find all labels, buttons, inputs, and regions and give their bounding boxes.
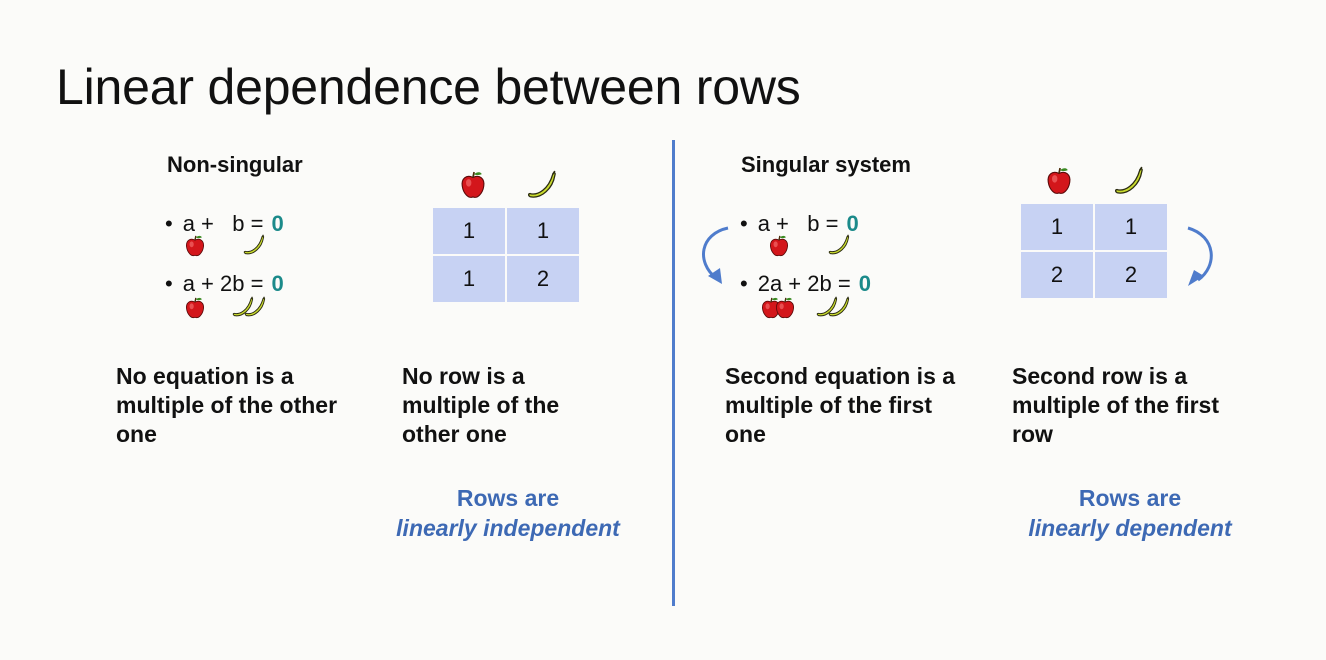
left-equation-1: • a + b = 0	[165, 211, 284, 237]
banana-icon	[527, 170, 556, 198]
banana-icon	[244, 296, 266, 317]
left-equation-note: No equation is a multiple of the other o…	[116, 363, 338, 447]
left-result: Rows are linearly independent	[373, 483, 643, 543]
result-line-1: Rows are	[456, 485, 560, 511]
bullet: •	[740, 211, 748, 236]
apple-icon	[185, 235, 205, 257]
matrix-cell: 1	[433, 208, 505, 254]
bullet: •	[165, 211, 173, 236]
non-singular-heading: Non-singular	[167, 152, 303, 177]
bullet: •	[740, 271, 748, 296]
equation-text: a + 2b =	[182, 271, 264, 296]
result-line-2: linearly independent	[396, 515, 620, 541]
left-matrix: 1 1 1 2	[433, 208, 579, 302]
matrix-cell: 1	[433, 256, 505, 302]
result-line-2: linearly dependent	[1028, 515, 1232, 541]
left-row-note: No row is a multiple of the other one	[402, 363, 560, 447]
equation-rhs: 0	[858, 271, 871, 296]
matrix-cell: 2	[507, 256, 579, 302]
equation-text: a + b =	[757, 211, 839, 236]
apple-icon	[461, 171, 485, 199]
banana-icon	[1114, 166, 1143, 194]
matrix-cell: 1	[1095, 204, 1167, 250]
equation-rhs: 0	[271, 271, 284, 296]
matrix-cell: 1	[1021, 204, 1093, 250]
banana-icon	[243, 234, 265, 255]
apple-icon	[185, 297, 205, 319]
curved-arrow-icon	[702, 226, 729, 284]
apple-icon	[1047, 167, 1071, 195]
equation-text: a + b =	[182, 211, 264, 236]
equation-text: 2a + 2b =	[757, 271, 851, 296]
banana-icon	[828, 296, 850, 317]
equation-rhs: 0	[846, 211, 859, 236]
result-line-1: Rows are	[1078, 485, 1182, 511]
bullet: •	[165, 271, 173, 296]
apple-icon	[775, 297, 795, 319]
left-equation-2: • a + 2b = 0	[165, 271, 284, 297]
matrix-cell: 2	[1021, 252, 1093, 298]
right-matrix: 1 1 2 2	[1021, 204, 1167, 298]
singular-heading: Singular system	[741, 152, 911, 177]
right-equation-1: • a + b = 0	[740, 211, 859, 237]
curved-arrow-icon	[1187, 226, 1213, 286]
right-equation-note: Second equation is a multiple of the fir…	[725, 363, 956, 447]
equation-rhs: 0	[271, 211, 284, 236]
right-equation-2: • 2a + 2b = 0	[740, 271, 871, 297]
divider	[672, 140, 675, 606]
right-result: Rows are linearly dependent	[995, 483, 1265, 543]
banana-icon	[828, 234, 850, 255]
matrix-cell: 1	[507, 208, 579, 254]
right-row-note: Second row is a multiple of the first ro…	[1012, 363, 1219, 447]
matrix-cell: 2	[1095, 252, 1167, 298]
slide-title: Linear dependence between rows	[56, 59, 801, 115]
apple-icon	[769, 235, 789, 257]
